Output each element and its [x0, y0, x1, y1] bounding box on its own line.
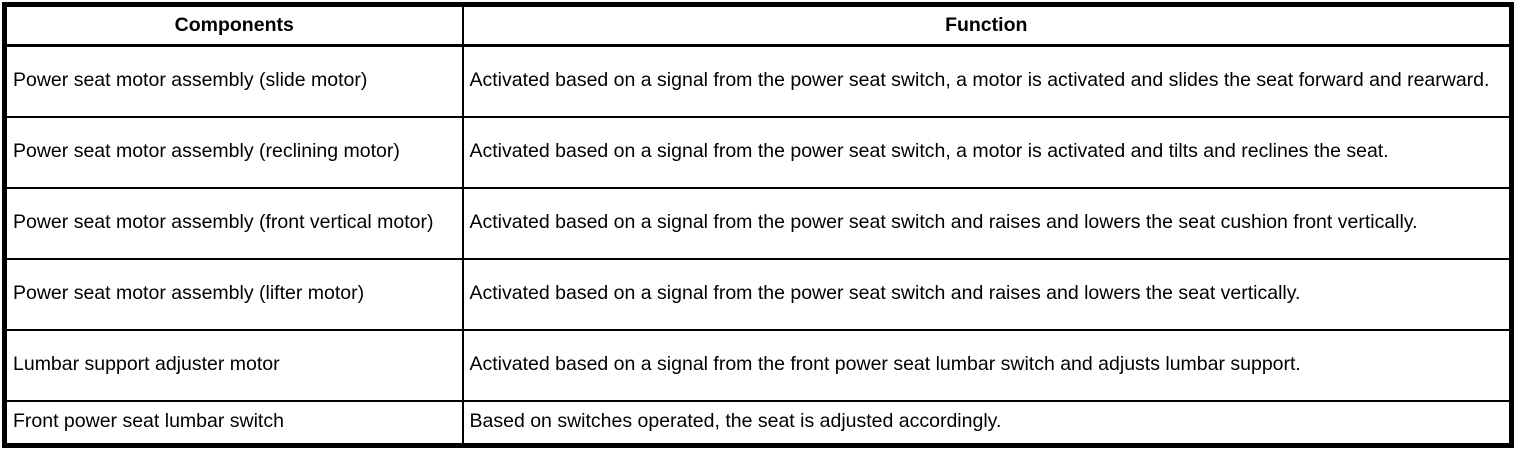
table-row: Power seat motor assembly (lifter motor)… [3, 257, 1513, 331]
function-cell: Activated based on a signal from the fro… [461, 328, 1513, 402]
header-cell-components: Components [3, 3, 464, 47]
components-function-table: Components Function Power seat motor ass… [2, 2, 1514, 448]
function-cell: Activated based on a signal from the pow… [461, 257, 1513, 331]
table-row: Power seat motor assembly (slide motor) … [3, 44, 1513, 118]
table-row: Power seat motor assembly (reclining mot… [3, 115, 1513, 189]
function-cell: Based on switches operated, the seat is … [461, 399, 1513, 446]
component-cell: Lumbar support adjuster motor [3, 328, 464, 402]
function-cell: Activated based on a signal from the pow… [461, 115, 1513, 189]
table-header-row: Components Function [3, 3, 1513, 47]
table-row: Power seat motor assembly (front vertica… [3, 186, 1513, 260]
function-cell: Activated based on a signal from the pow… [461, 44, 1513, 118]
component-cell: Power seat motor assembly (slide motor) [3, 44, 464, 118]
header-cell-function: Function [461, 3, 1513, 47]
component-cell: Power seat motor assembly (lifter motor) [3, 257, 464, 331]
table-row: Lumbar support adjuster motor Activated … [3, 328, 1513, 402]
function-cell: Activated based on a signal from the pow… [461, 186, 1513, 260]
component-cell: Front power seat lumbar switch [3, 399, 464, 446]
component-cell: Power seat motor assembly (reclining mot… [3, 115, 464, 189]
table-row: Front power seat lumbar switch Based on … [3, 399, 1513, 446]
component-cell: Power seat motor assembly (front vertica… [3, 186, 464, 260]
